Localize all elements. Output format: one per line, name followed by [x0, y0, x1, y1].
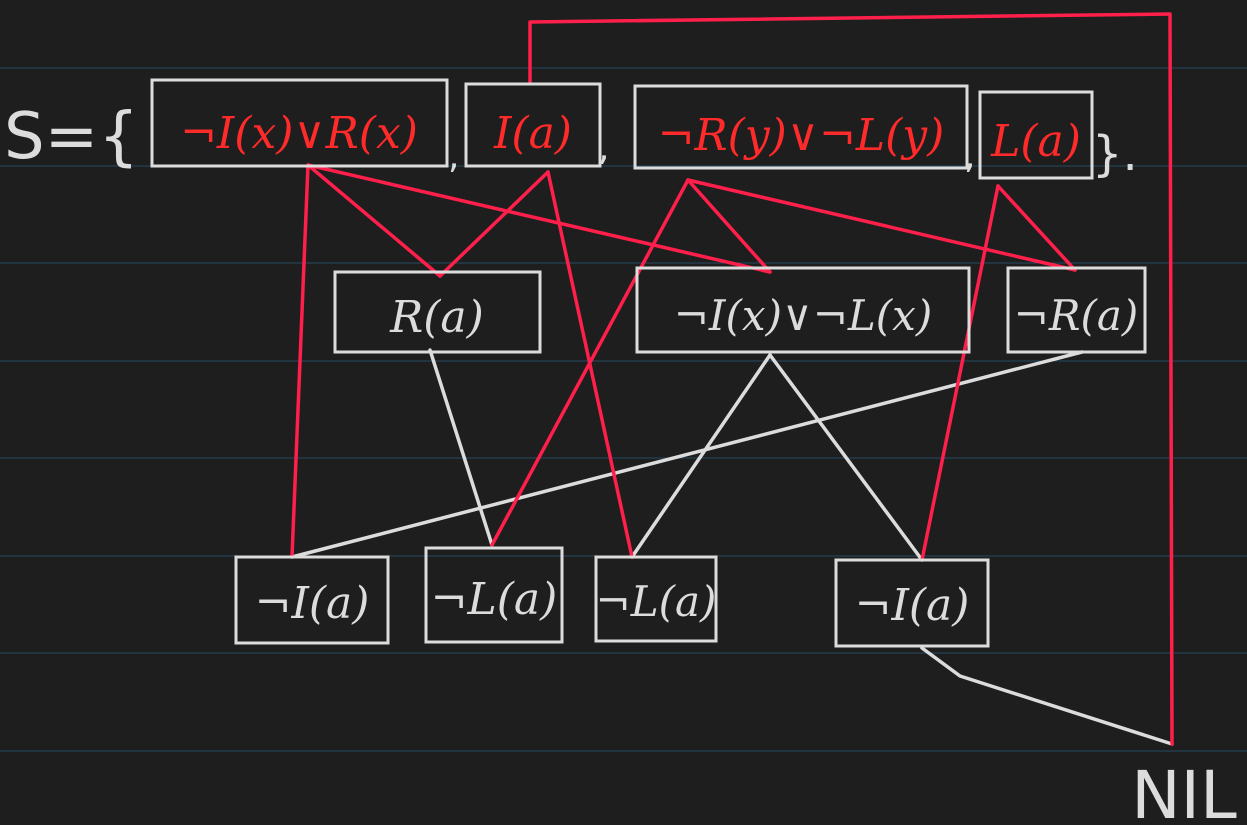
resolvent-label: ¬L(a) — [596, 577, 717, 626]
resolvent-label: R(a) — [389, 292, 484, 343]
clause-box-1: ¬I(x)∨R(x) — [150, 78, 449, 168]
resolvent-label: ¬I(a) — [855, 580, 970, 631]
resolvent-label: ¬I(x)∨¬L(x) — [674, 291, 933, 340]
resolvent-box-notla-1: ¬L(a) — [424, 546, 564, 644]
red-edges — [290, 12, 1174, 746]
clause-label: I(a) — [493, 108, 572, 159]
clause-label: L(a) — [990, 116, 1081, 167]
edge-notia-to-nil — [920, 646, 1174, 746]
resolvent-box-notia-2: ¬I(a) — [834, 558, 990, 648]
separator-1: , — [448, 136, 459, 177]
edge-c1-to-notia-1 — [290, 163, 310, 559]
resolvent-label: ¬R(a) — [1014, 291, 1139, 340]
white-edges — [290, 348, 1174, 746]
separator-3: , — [964, 136, 975, 177]
ruled-lines — [0, 67, 1247, 752]
edge-ia-to-notla-2 — [546, 170, 634, 559]
resolvent-box-notra: ¬R(a) — [1006, 266, 1147, 354]
edge-c3-to-notra — [686, 178, 1077, 272]
set-prefix: S={ — [4, 100, 139, 174]
clause-label: ¬R(y)∨¬L(y) — [658, 110, 945, 161]
edge-notra-to-notia — [290, 350, 1084, 559]
set-suffix: }. — [1092, 126, 1138, 182]
edge-notixlx-to-notla — [630, 353, 772, 559]
edge-c1-to-notixlx — [306, 163, 772, 274]
nil-terminal: NIL — [1131, 757, 1237, 825]
resolvent-box-notla-2: ¬L(a) — [594, 555, 718, 643]
resolvent-box-notia-1: ¬I(a) — [234, 555, 390, 645]
edge-ia-to-ra — [438, 170, 550, 278]
edge-la-to-notra — [996, 184, 1077, 272]
edge-ia-to-nil — [528, 12, 1174, 746]
clause-box-4: L(a) — [978, 90, 1094, 180]
clause-label: ¬I(x)∨R(x) — [180, 108, 418, 159]
resolvent-label: ¬I(a) — [255, 578, 370, 629]
edge-notixlx-to-notia — [768, 353, 924, 562]
edge-c3-to-notixlx — [686, 178, 772, 274]
edge-la-to-notia-2 — [920, 184, 1000, 562]
separator-2: , — [598, 128, 609, 169]
clause-box-2: I(a) — [464, 82, 602, 168]
resolvent-label: ¬L(a) — [431, 574, 558, 625]
edge-ra-to-notla — [428, 348, 494, 547]
resolvent-box-notixlx: ¬I(x)∨¬L(x) — [635, 266, 971, 354]
resolvent-box-ra: R(a) — [333, 270, 542, 354]
edge-c1-to-ra — [306, 163, 442, 278]
clause-box-3: ¬R(y)∨¬L(y) — [633, 84, 969, 170]
